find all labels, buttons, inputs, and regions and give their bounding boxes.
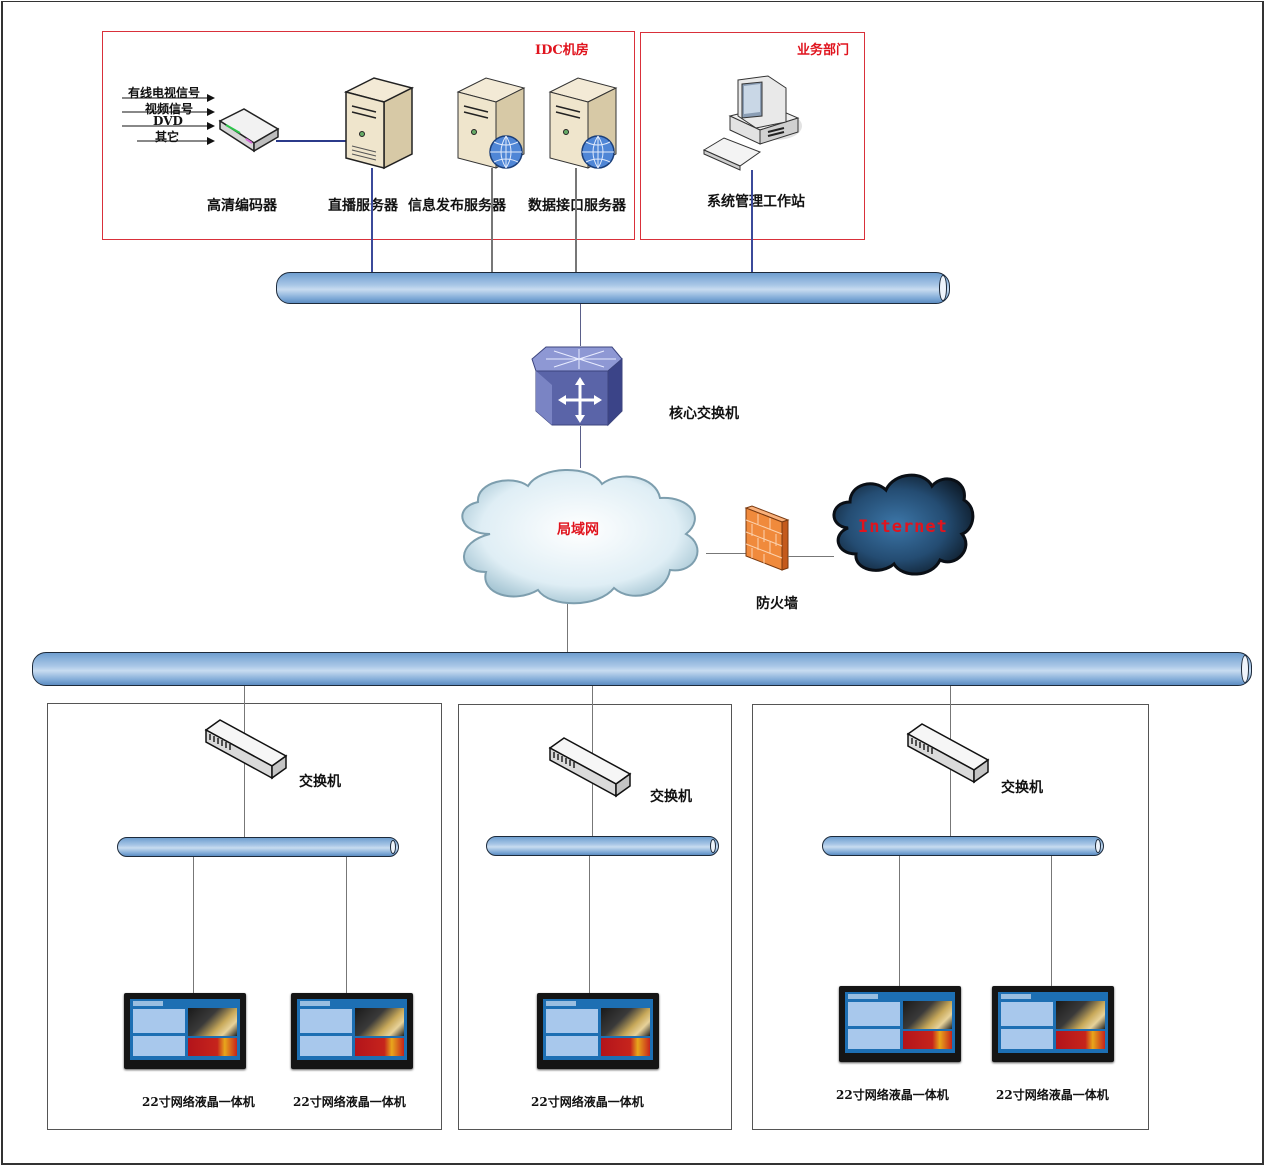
branch-2-switch-icon (548, 737, 632, 798)
core-switch-icon (531, 346, 623, 427)
access-bus (32, 652, 1252, 686)
encoder-label: 高清编码器 (207, 198, 277, 214)
input-label-video: 视频信号 (145, 102, 194, 116)
core-switch-label: 核心交换机 (669, 406, 739, 422)
link-firewall-internet (788, 556, 834, 557)
branch-3-bus (822, 836, 1104, 856)
workstation-label: 系统管理工作站 (707, 194, 805, 210)
idc-zone (102, 31, 635, 240)
lcd-terminal-label: 22寸网络液晶一体机 (142, 1095, 255, 1109)
link-branch2-terminal1 (589, 856, 590, 994)
server-bus (276, 272, 950, 304)
link-bus-core (580, 304, 581, 346)
branch-2-zone (458, 704, 732, 1130)
input-label-cable-tv: 有线电视信号 (128, 86, 201, 100)
idc-zone-title: IDC机房 (535, 43, 589, 58)
lan-cloud-icon (461, 469, 699, 605)
lcd-terminal-label: 22寸网络液晶一体机 (836, 1088, 949, 1102)
lcd-terminal-label: 22寸网络液晶一体机 (293, 1095, 406, 1109)
link-workstation-bus (751, 170, 753, 274)
live-server-label: 直播服务器 (328, 198, 398, 214)
branch-1-switch-icon (204, 719, 288, 780)
link-encoder-live (276, 140, 346, 142)
branch-3-switch-label: 交换机 (1001, 780, 1043, 796)
lcd-terminal-icon (537, 993, 659, 1069)
input-label-dvd: DVD (153, 114, 183, 128)
branch-2-switch-label: 交换机 (650, 789, 692, 805)
lan-label: 局域网 (557, 522, 599, 538)
link-data-bus (575, 168, 577, 274)
lcd-terminal-icon (992, 986, 1114, 1062)
lcd-terminal-icon (291, 993, 413, 1069)
lcd-terminal-icon (839, 986, 961, 1062)
link-branch1-terminal2 (346, 857, 347, 994)
link-core-lan (580, 426, 581, 468)
input-label-other: 其它 (155, 130, 180, 144)
data-server-icon (548, 77, 618, 169)
encoder-icon (218, 108, 280, 153)
publish-server-label: 信息发布服务器 (408, 198, 506, 214)
lcd-terminal-label: 22寸网络液晶一体机 (996, 1088, 1109, 1102)
link-lan-access-bus (567, 604, 568, 654)
business-zone-title: 业务部门 (797, 43, 850, 58)
firewall-icon (744, 505, 790, 571)
live-server-icon (343, 77, 415, 170)
link-branch3-terminal1 (899, 856, 900, 988)
lcd-terminal-icon (124, 993, 246, 1069)
branch-3-switch-icon (906, 723, 990, 784)
internet-label: Internet (858, 517, 948, 537)
workstation-icon (702, 75, 802, 171)
firewall-label: 防火墙 (756, 596, 798, 612)
link-lan-firewall (706, 553, 748, 554)
branch-1-bus (117, 837, 399, 857)
branch-2-bus (486, 836, 719, 856)
data-server-label: 数据接口服务器 (528, 198, 626, 214)
link-branch1-terminal1 (193, 857, 194, 994)
link-live-bus (371, 168, 373, 274)
link-publish-bus (491, 168, 493, 274)
branch-1-switch-label: 交换机 (299, 774, 341, 790)
internet-cloud-icon (832, 473, 975, 576)
link-branch3-terminal2 (1051, 856, 1052, 988)
publish-server-icon (456, 77, 526, 169)
input-arrows (122, 94, 215, 145)
lcd-terminal-label: 22寸网络液晶一体机 (531, 1095, 644, 1109)
